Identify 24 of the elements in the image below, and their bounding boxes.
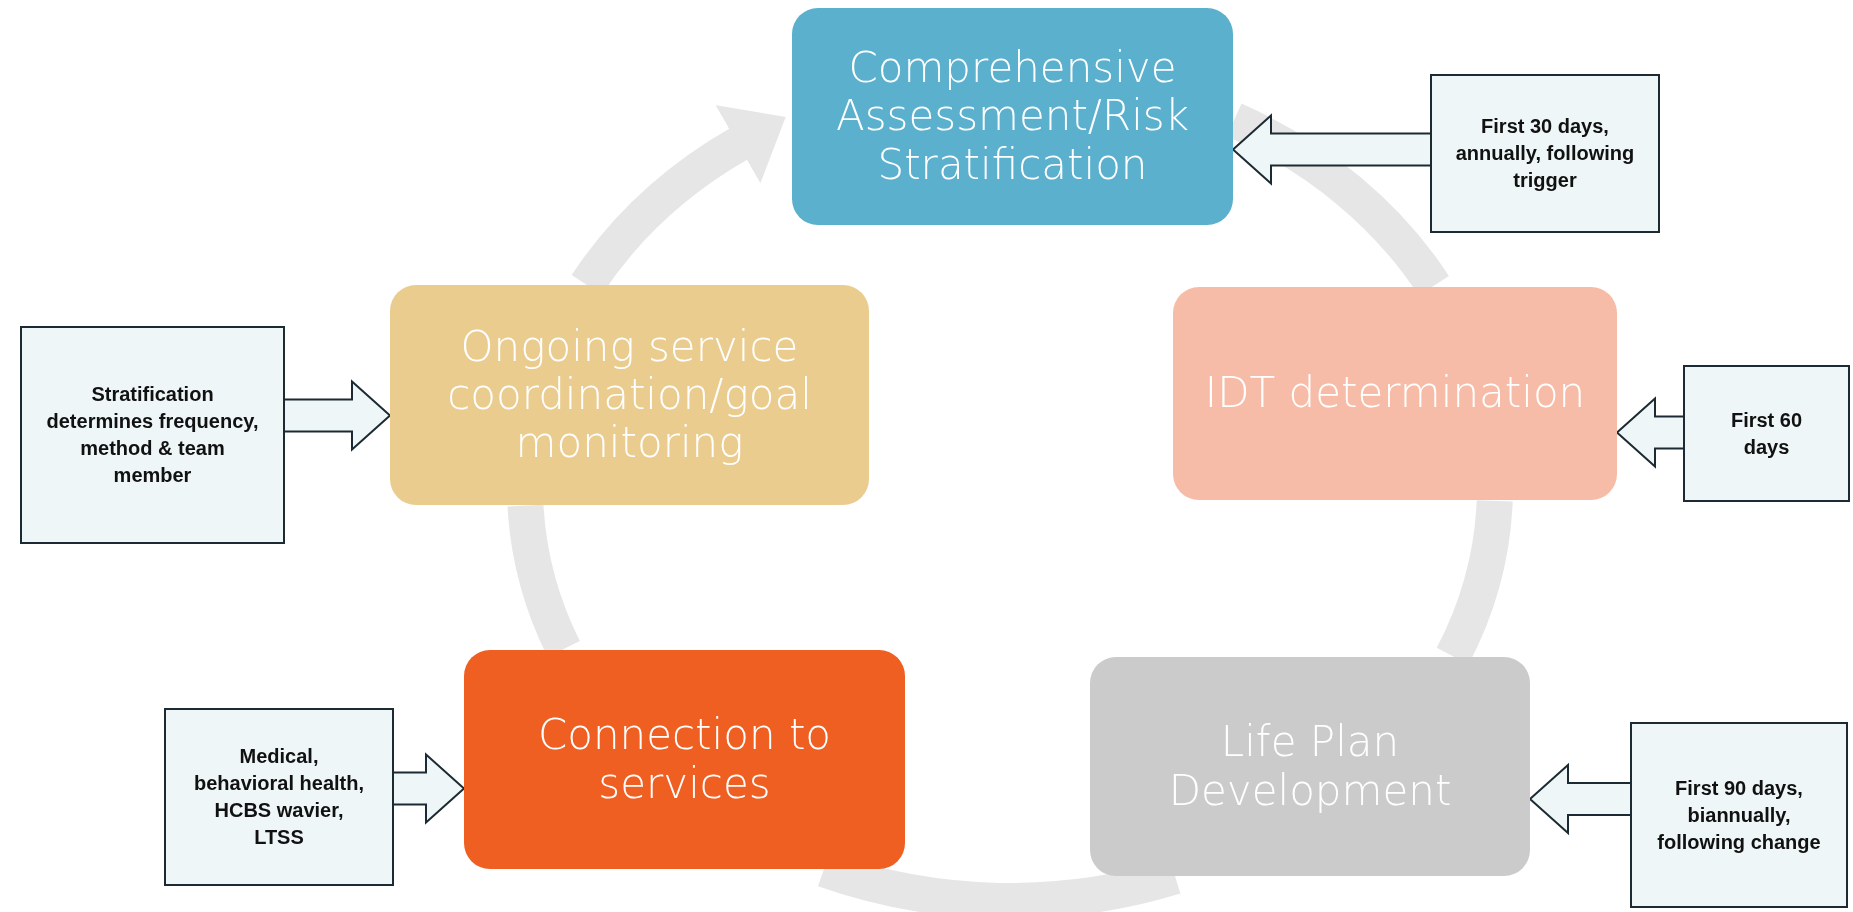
stage-title: Ongoing service coordination/goal monitoring [446, 322, 813, 468]
stage-title: IDT determination [1204, 369, 1586, 418]
note-box [20, 326, 285, 544]
block-arrow [284, 379, 392, 452]
note-box [1430, 74, 1660, 233]
note-text: First 60 days [1729, 407, 1804, 460]
stage-title: Connection to services [536, 711, 833, 808]
note-box [164, 708, 394, 886]
stage-box [792, 8, 1233, 225]
note-text: First 90 days, biannually, following change [1656, 775, 1822, 855]
stage-box [1173, 287, 1617, 500]
note-text: Medical, behavioral health, HCBS wavier, LTSS [192, 744, 366, 850]
note-text: First 30 days, annually, following trigger [1454, 114, 1636, 193]
stage-title: Comprehensive Assessment/Risk Stratification [834, 44, 1191, 189]
stage-box [1090, 657, 1530, 876]
block-arrow [1615, 396, 1684, 469]
note-box [1630, 722, 1848, 908]
note-box [1683, 365, 1850, 502]
block-arrow [1528, 762, 1631, 836]
block-arrow [393, 752, 466, 825]
stage-box [390, 285, 869, 505]
stage-box [464, 650, 905, 869]
note-text: Stratification determines frequency, method & team member [45, 382, 260, 488]
block-arrow [1231, 113, 1431, 186]
